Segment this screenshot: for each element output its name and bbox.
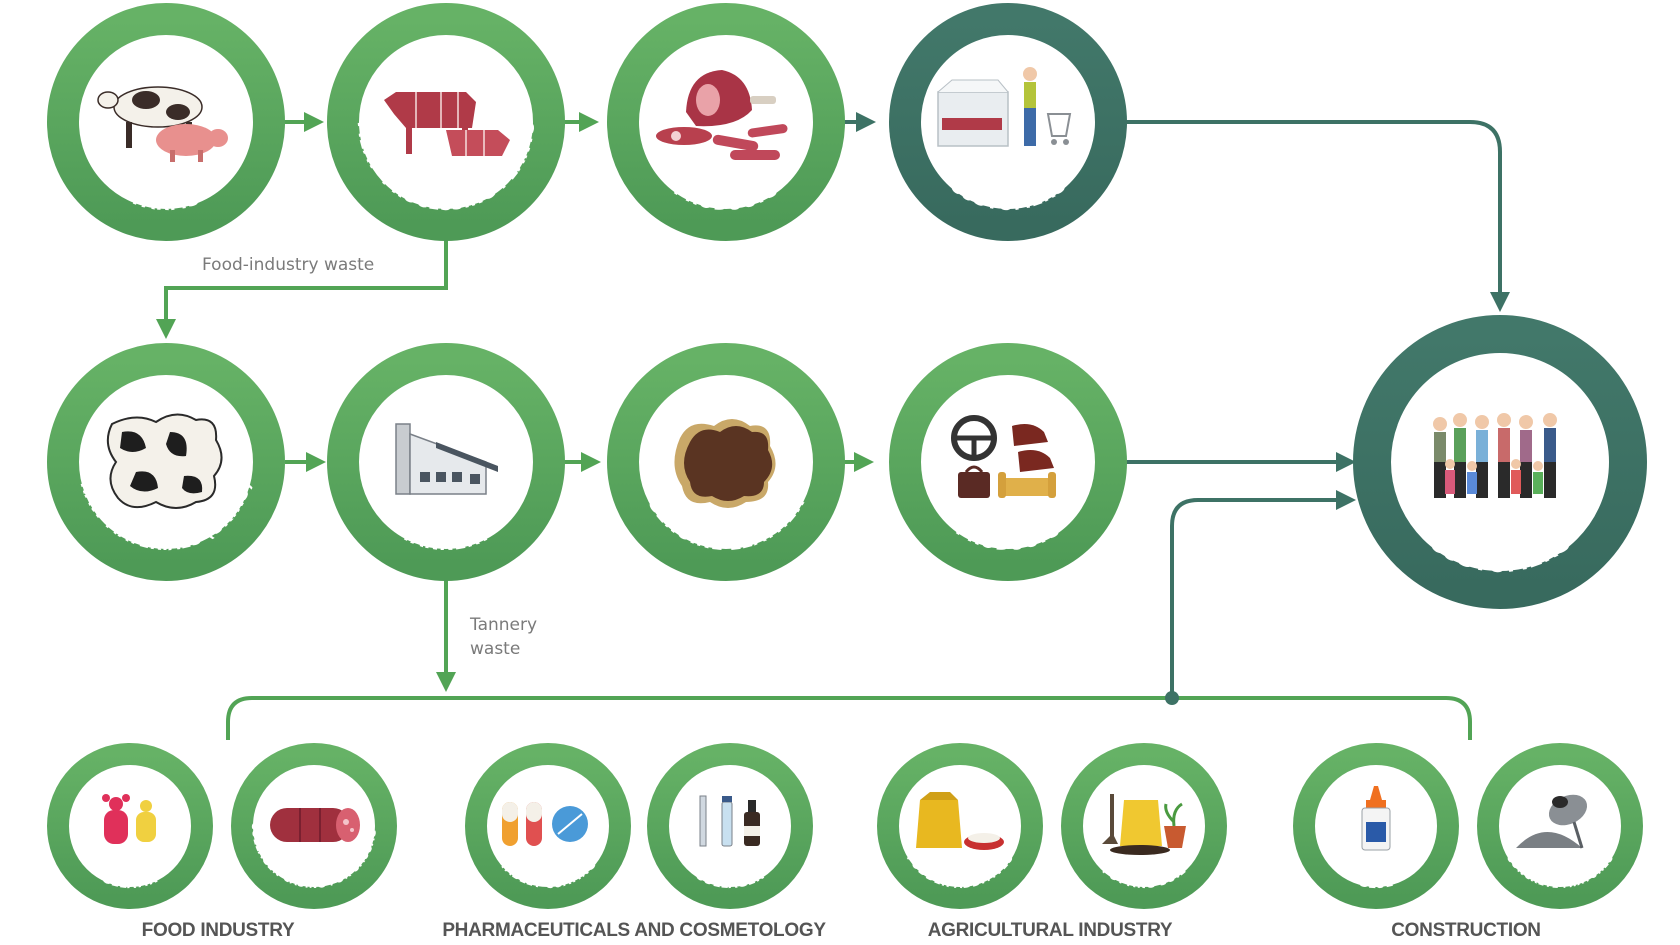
glue-label: GLUE	[1357, 875, 1394, 892]
node-gelatin: GELATIN	[47, 743, 213, 909]
node-tablet-coating: TABLET COATING	[465, 743, 631, 909]
node-customers-shop: CUSTOMERS	[889, 3, 1127, 241]
node-concrete-mixtures: CONCRETE MIXTURES	[1477, 743, 1643, 909]
cement-mixer-icon	[1516, 794, 1588, 849]
gelatin-label: GELATIN	[100, 871, 160, 891]
cowhide-icon	[106, 413, 223, 509]
arrow-byproducts-to-main	[1170, 490, 1356, 698]
node-tannery: TANNERY	[327, 343, 565, 581]
node-customers-main: CUSTOMERS	[1353, 315, 1647, 609]
section-agricultural: AGRICULTURAL INDUSTRY	[928, 920, 1173, 941]
food-waste-label: Food-industry waste	[202, 255, 374, 275]
feed-bag-icon	[916, 792, 1004, 850]
pills-icon	[502, 802, 588, 846]
node-leather-products: PRODUCTS	[889, 343, 1127, 581]
meat-cuts-icon	[384, 92, 510, 156]
junction-dot	[1165, 691, 1179, 705]
node-fodder-additives: FODDER ADDITIVES	[877, 743, 1043, 909]
node-potting-soil: POTTING SOIL	[1061, 743, 1227, 909]
farms-label: FARMS	[130, 188, 202, 215]
svg-text:GELATIN: GELATIN	[100, 871, 160, 891]
gummy-bear-icon	[102, 794, 156, 844]
leather-goods-icon	[951, 415, 1056, 498]
tannery-waste-label: Tannery	[469, 615, 537, 635]
sausage-icon	[270, 808, 360, 842]
node-farms: FARMS	[47, 3, 285, 241]
node-collagen: COLLAGEN	[647, 743, 813, 909]
node-collagen-casing: COLLAGEN CASING FOR SAUSAGE	[231, 743, 397, 909]
section-pharma: PHARMACEUTICALS AND COSMETOLOGY	[442, 920, 826, 941]
glue-bottle-icon	[1361, 786, 1391, 851]
family-icon	[1433, 413, 1557, 498]
svg-text:FARMS: FARMS	[130, 188, 203, 215]
shopper-icon	[937, 67, 1072, 147]
arrow-food-waste	[156, 240, 448, 339]
factory-icon	[395, 423, 498, 495]
section-food-industry: FOOD INDUSTRY	[142, 920, 295, 941]
node-genuine-leather: GENUINE LEATHER	[607, 343, 845, 581]
soil-bag-icon	[1102, 794, 1186, 855]
svg-text:GLUE: GLUE	[1357, 875, 1395, 892]
arrow-customers-to-main	[1112, 120, 1510, 312]
leather-hide-icon	[674, 419, 776, 508]
ham-and-sausage-icon	[656, 70, 788, 160]
vials-icon	[699, 795, 760, 847]
section-construction: CONSTRUCTION	[1391, 920, 1540, 941]
node-raw-materials: RAW MATERIALS (SKINS)	[47, 343, 285, 581]
node-glue: GLUE	[1293, 743, 1459, 909]
node-products-meat: PRODUCTS	[607, 3, 845, 241]
cow-and-pig-icon	[97, 86, 228, 162]
node-meat-processing-plants: MEAT- PROCESSING PLANTS	[327, 3, 565, 241]
bottom-bracket	[226, 696, 1472, 740]
tannery-waste-label: waste	[470, 639, 520, 659]
